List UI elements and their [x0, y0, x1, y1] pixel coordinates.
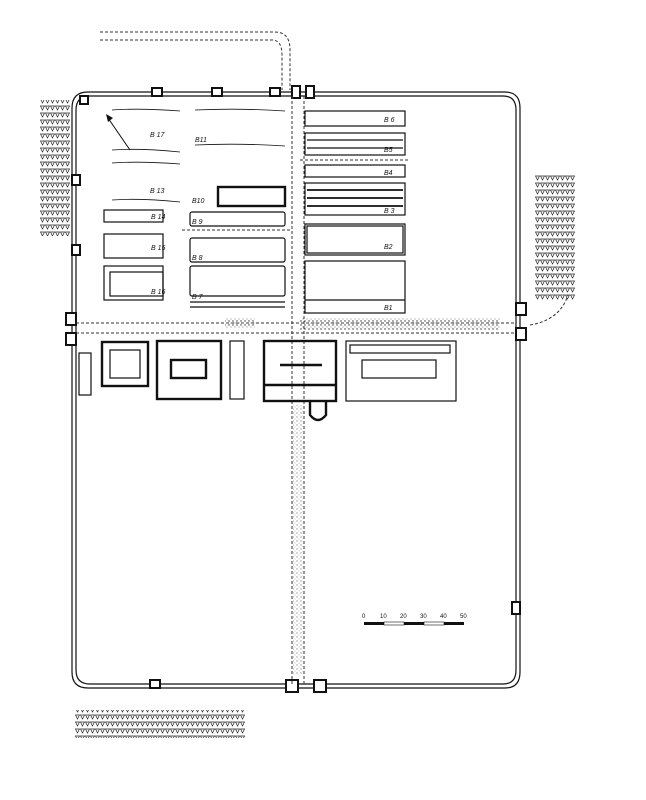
label-b9: B 9 [192, 219, 203, 226]
scale-tick-30: 30 [420, 614, 427, 620]
label-b16: B 16 [151, 289, 166, 296]
label-b7: B 7 [192, 294, 204, 301]
label-b6: B 6 [384, 117, 395, 124]
fort-wall [65, 85, 527, 693]
label-b14: B 14 [151, 214, 166, 221]
scale-tick-0: 0 [362, 614, 366, 620]
label-b2: B2 [384, 244, 393, 251]
barracks-west [103, 185, 287, 308]
ditch-south [75, 710, 245, 738]
scale-tick-20: 20 [400, 614, 407, 620]
label-b15: B 15 [151, 245, 166, 252]
principia [262, 339, 338, 403]
ditch-east [535, 175, 575, 301]
label-b4: B4 [384, 170, 393, 177]
label-b10: B10 [192, 198, 205, 205]
via-principalis [76, 318, 516, 334]
label-b13: B 13 [150, 188, 165, 195]
central-buildings [78, 339, 457, 422]
scale-tick-40: 40 [440, 614, 447, 620]
label-b17: B 17 [150, 132, 166, 139]
excavation-lines [111, 108, 286, 203]
barracks-east [304, 110, 406, 314]
approach-road [100, 31, 569, 326]
building-labels: B 6 B5 B4 B 3 B2 B1 B 7 B 8 B 9 B10 B11 … [150, 117, 395, 312]
scale-bar: 0 10 20 30 40 50 [362, 614, 467, 626]
label-b5: B5 [384, 147, 393, 154]
ditch-west [40, 100, 70, 236]
north-arrow-icon [106, 114, 131, 151]
label-b8: B 8 [192, 255, 203, 262]
label-b1: B1 [384, 305, 393, 312]
scale-tick-50: 50 [460, 614, 467, 620]
scale-tick-10: 10 [380, 614, 387, 620]
label-b11: B11 [195, 137, 207, 144]
label-b3: B 3 [384, 208, 395, 215]
via-praetoria [291, 96, 305, 684]
